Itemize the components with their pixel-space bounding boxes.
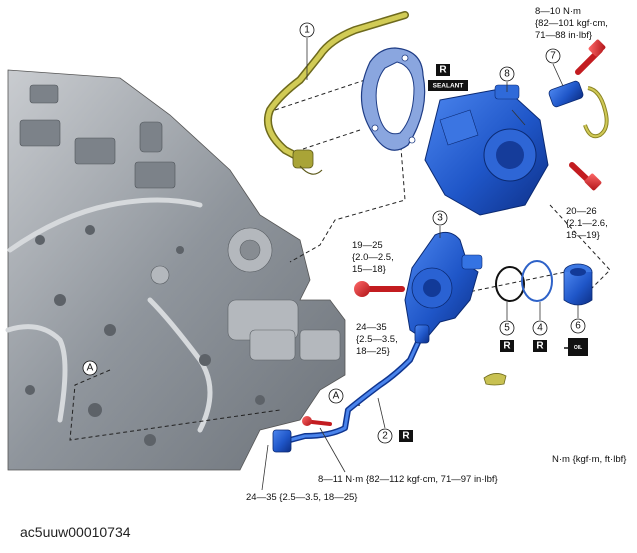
callout-1: 1: [299, 22, 315, 80]
svg-text:A: A: [87, 363, 94, 374]
svg-text:{2.5—3.5,: {2.5—3.5,: [356, 334, 398, 345]
callout-2: 2: [377, 397, 393, 444]
callout-4: 4: [532, 302, 548, 336]
svg-text:R: R: [536, 341, 544, 352]
svg-text:OIL: OIL: [574, 345, 582, 351]
svg-text:8: 8: [504, 69, 510, 80]
replace-badge-gasket: R: [436, 64, 450, 76]
torque-label-3-union: 24—35 {2.5—3.5, 18—25}: [356, 322, 398, 357]
bolt-3: [354, 281, 405, 297]
filter-cap: [563, 263, 593, 306]
reference-code: ac5uuw00010734: [20, 524, 131, 540]
torque-label-7: 8—10 N·m {82—101 kgf·cm, 71—88 in·lbf}: [535, 6, 608, 41]
callout-5: 5: [499, 302, 515, 336]
leader-2-bolt: [319, 427, 346, 473]
view-a-marker-left: A: [82, 360, 98, 376]
svg-text:19—25: 19—25: [352, 240, 383, 251]
unit-note: N·m {kgf·m, ft·lbf}: [552, 454, 626, 465]
svg-text:6: 6: [575, 321, 581, 332]
svg-text:SEALANT: SEALANT: [433, 83, 464, 90]
vacuum-pump: [424, 84, 549, 216]
engine-block: [5, 69, 346, 471]
svg-text:8—10 N·m: 8—10 N·m: [535, 6, 581, 17]
svg-text:R: R: [402, 431, 410, 442]
vacuum-sensor: [548, 80, 609, 139]
callout-3: 3: [432, 210, 448, 238]
torque-label-8: 20—26 {2.1—2.6, 15—19}: [566, 206, 608, 241]
svg-text:R: R: [439, 65, 447, 76]
vacuum-hose: [263, 11, 409, 175]
svg-text:18—25}: 18—25}: [356, 346, 390, 357]
svg-text:20—26: 20—26: [566, 206, 597, 217]
oil-pipe: [272, 324, 430, 453]
bolt-7: [575, 39, 606, 75]
svg-text:15—19}: 15—19}: [566, 230, 600, 241]
svg-text:71—88 in·lbf}: 71—88 in·lbf}: [535, 30, 592, 41]
hose-clip: [483, 373, 507, 386]
svg-text:{2.0—2.5,: {2.0—2.5,: [352, 252, 394, 263]
callout-6: 6: [570, 305, 586, 334]
sealant-badge: SEALANT: [428, 80, 468, 91]
view-a-marker-right: A: [328, 388, 344, 404]
gasket: [360, 47, 426, 151]
callout-7: 7: [545, 48, 564, 87]
bolt-8: [569, 162, 602, 191]
bolt-2: [302, 416, 332, 426]
svg-text:{82—101 kgf·cm,: {82—101 kgf·cm,: [535, 18, 608, 29]
svg-text:7: 7: [550, 51, 556, 62]
o-ring: [495, 266, 525, 302]
seal-ring: [521, 260, 553, 302]
svg-text:A: A: [333, 391, 340, 402]
svg-text:3: 3: [437, 213, 443, 224]
svg-text:R: R: [503, 341, 511, 352]
leader-2-union: [261, 444, 269, 491]
replace-badge-5: R: [500, 340, 514, 352]
torque-label-2-bolt: 8—11 N·m {82—112 kgf·cm, 71—97 in·lbf}: [318, 474, 498, 485]
svg-text:2: 2: [382, 431, 388, 442]
svg-text:4: 4: [537, 323, 543, 334]
torque-label-2-union: 24—35 {2.5—3.5, 18—25}: [246, 492, 357, 503]
svg-text:1: 1: [304, 25, 310, 36]
oil-badge: OIL: [564, 338, 588, 356]
svg-text:15—18}: 15—18}: [352, 264, 386, 275]
svg-text:{2.1—2.6,: {2.1—2.6,: [566, 218, 608, 229]
replace-badge-2: R: [399, 430, 413, 442]
callout-8: 8: [499, 66, 515, 92]
svg-text:24—35: 24—35: [356, 322, 387, 333]
torque-label-3-bolt: 19—25 {2.0—2.5, 15—18}: [352, 240, 394, 275]
pump-housing: [404, 231, 483, 341]
replace-badge-4: R: [533, 340, 547, 352]
svg-text:5: 5: [504, 323, 510, 334]
